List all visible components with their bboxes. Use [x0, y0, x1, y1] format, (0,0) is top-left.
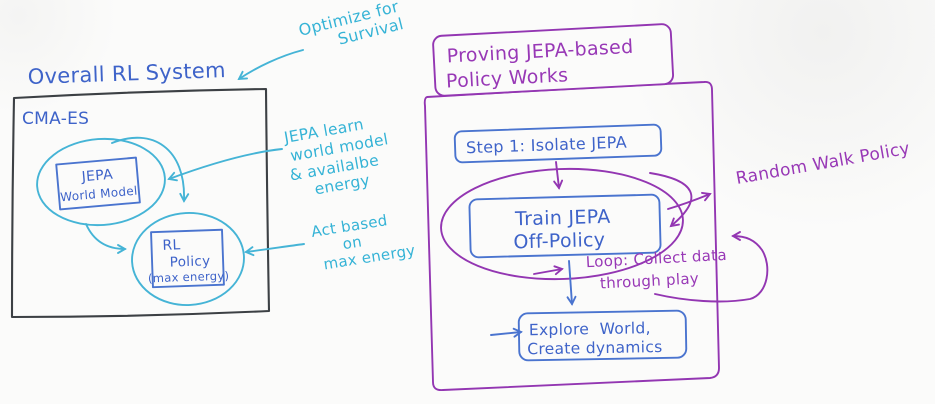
- jepa-node-box: [55, 156, 141, 211]
- randomwalk-to-ellipse-arrow: [649, 172, 693, 228]
- act-based-line3: max energy: [322, 241, 416, 273]
- cycle-arrow-bottom: [85, 223, 127, 254]
- step1-box: [453, 123, 663, 164]
- act-based-line2: on: [341, 232, 363, 253]
- explore-node-line2: Create dynamics: [527, 338, 663, 358]
- ellipse-to-randomwalk-arrow: [667, 191, 712, 210]
- cma-es-container-box: [10, 87, 271, 319]
- train-node: Train JEPA Off-Policy: [468, 193, 662, 259]
- loop-ellipse-end-arrow: [533, 265, 564, 276]
- jepa-learn-note: JEPA learn world model & availalbe energ…: [282, 115, 390, 198]
- proving-container-box: [423, 80, 720, 392]
- train-loop-ellipse: [440, 167, 684, 281]
- explore-node: Explore World, Create dynamics: [517, 309, 688, 362]
- right-title-card: Proving JEPA-based Policy Works: [432, 23, 675, 97]
- optimize-arrow: [237, 49, 304, 81]
- explore-node-line1: Explore World,: [529, 319, 651, 339]
- right-title-box: [432, 23, 675, 97]
- act-based-arrow: [244, 243, 305, 257]
- jepa-ellipse: [36, 137, 166, 227]
- step1-to-train-arrow: [553, 161, 564, 190]
- train-to-explore-arrow: [566, 260, 577, 306]
- train-node-box: [468, 193, 662, 259]
- rl-node-line2: Policy: [170, 253, 211, 270]
- jepa-node-line1: JEPA: [80, 167, 114, 186]
- cycle-arrow-top: [111, 136, 190, 203]
- loop-note-line2: through play: [600, 269, 700, 292]
- play-loop-arrow: [654, 231, 769, 303]
- random-walk-label: Random Walk Policy: [734, 139, 911, 189]
- optimize-note: Optimize for Survival: [297, 0, 406, 49]
- cma-es-label: CMA-ES: [22, 109, 89, 129]
- jepa-node-line2: World Model: [60, 184, 138, 205]
- train-node-line1: Train JEPA: [514, 206, 611, 231]
- act-based-note: Act based on max energy: [310, 211, 417, 273]
- rl-node-line3: (max energy): [148, 269, 230, 286]
- rl-node-box: [150, 228, 225, 289]
- loop-note: Loop: Collect data through play: [585, 246, 727, 293]
- jepa-node: JEPA World Model: [55, 156, 141, 211]
- jepa-learn-arrow: [167, 148, 283, 182]
- train-node-line2: Off-Policy: [513, 229, 605, 253]
- right-system: Proving JEPA-based Policy Works Step 1: …: [423, 23, 911, 392]
- rl-node: RL Policy (max energy): [148, 228, 230, 289]
- explore-left-arrow: [490, 327, 523, 338]
- rl-ellipse: [131, 212, 245, 306]
- left-system-title: Overall RL System: [27, 58, 226, 89]
- left-system: Overall RL System CMA-ES JEPA World Mode…: [10, 58, 271, 319]
- rl-node-line1: RL: [162, 237, 181, 254]
- step1-node: Step 1: Isolate JEPA: [453, 123, 663, 164]
